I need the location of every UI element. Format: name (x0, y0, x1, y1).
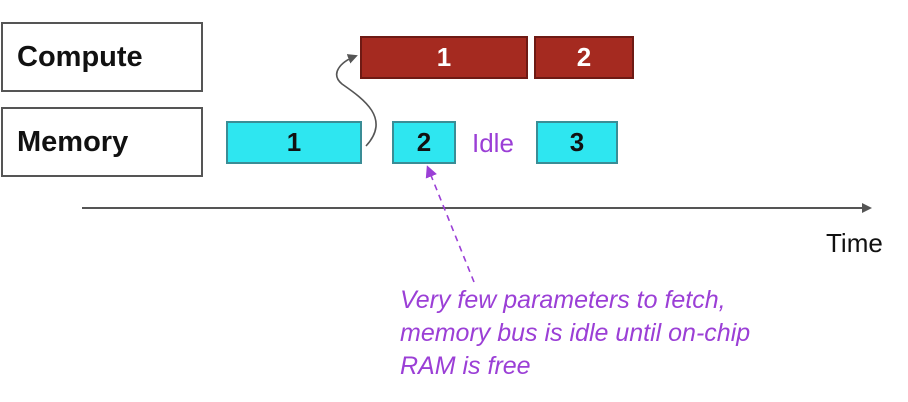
annotation-line-2: memory bus is idle until on-chip (400, 319, 751, 347)
transfer-arrow (336, 54, 377, 147)
memory-block-3: 3 (536, 121, 618, 164)
memory-block-2: 2 (392, 121, 456, 164)
compute-row-label: Compute (1, 22, 203, 92)
compute-block-1: 1 (360, 36, 528, 79)
compute-block-2: 2 (534, 36, 634, 79)
annotation-text: Very few parameters to fetch, memory bus… (400, 284, 870, 383)
memory-row-label: Memory (1, 107, 203, 177)
time-axis-label: Time (826, 228, 883, 258)
annotation-arrow (425, 165, 475, 283)
memory-block-1: 1 (226, 121, 362, 164)
annotation-line-1: Very few parameters to fetch, (400, 286, 726, 314)
idle-label: Idle (472, 128, 514, 158)
annotation-line-3: RAM is free (400, 352, 531, 380)
